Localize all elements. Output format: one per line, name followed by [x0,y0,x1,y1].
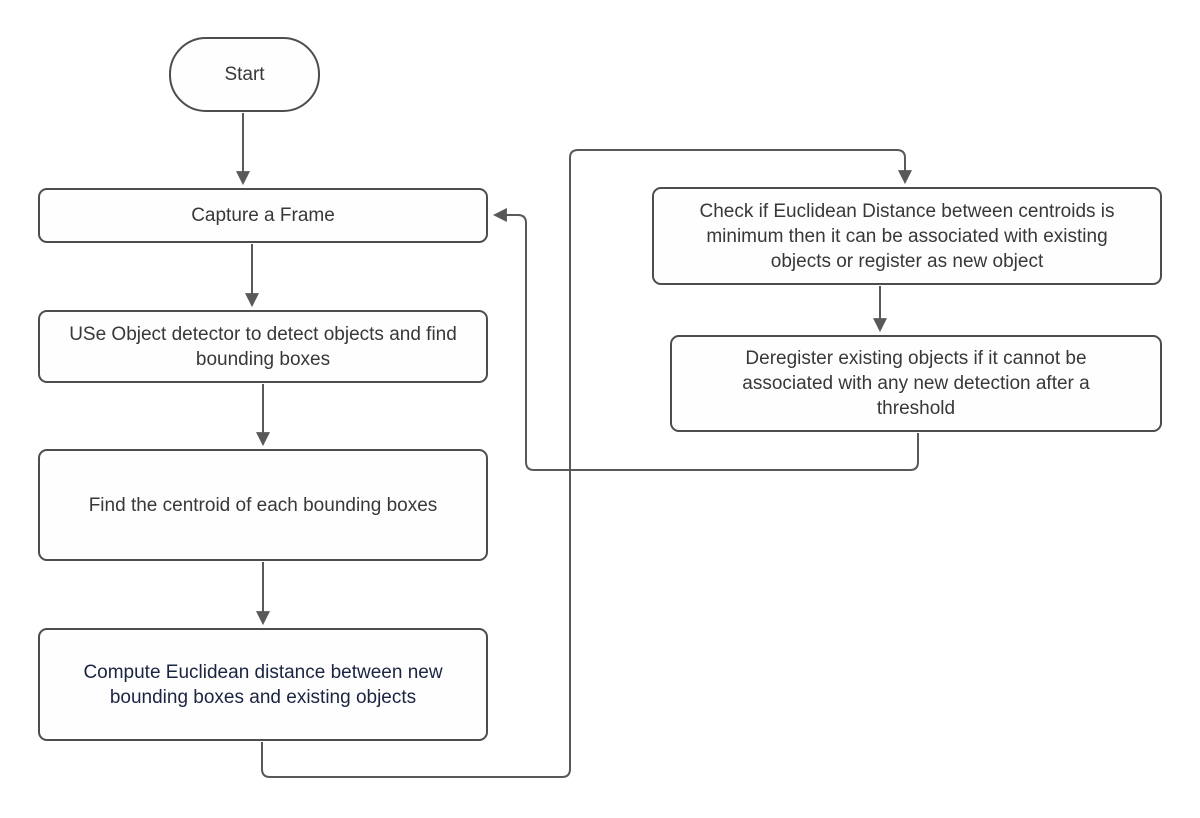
check-association-node: Check if Euclidean Distance between cent… [652,187,1162,285]
object-detector-node-label: USe Object detector to detect objects an… [69,323,457,370]
connector-compute-to-check [261,149,912,778]
deregister-node-label: Deregister existing objects if it cannot… [742,348,1090,419]
start-node-label: Start [224,64,265,85]
object-detector-node: USe Object detector to detect objects an… [38,310,488,383]
start-node: Start [169,37,320,112]
capture-frame-node: Capture a Frame [38,188,488,243]
connector-deregister-to-capture [492,208,919,471]
find-centroid-node: Find the centroid of each bounding boxes [38,449,488,561]
capture-frame-node-label: Capture a Frame [191,205,335,226]
compute-distance-node-label: Compute Euclidean distance between new b… [83,661,443,708]
find-centroid-node-label: Find the centroid of each bounding boxes [88,494,438,516]
check-association-node-label: Check if Euclidean Distance between cent… [699,200,1115,272]
deregister-node: Deregister existing objects if it cannot… [670,335,1162,432]
compute-distance-node: Compute Euclidean distance between new b… [38,628,488,741]
